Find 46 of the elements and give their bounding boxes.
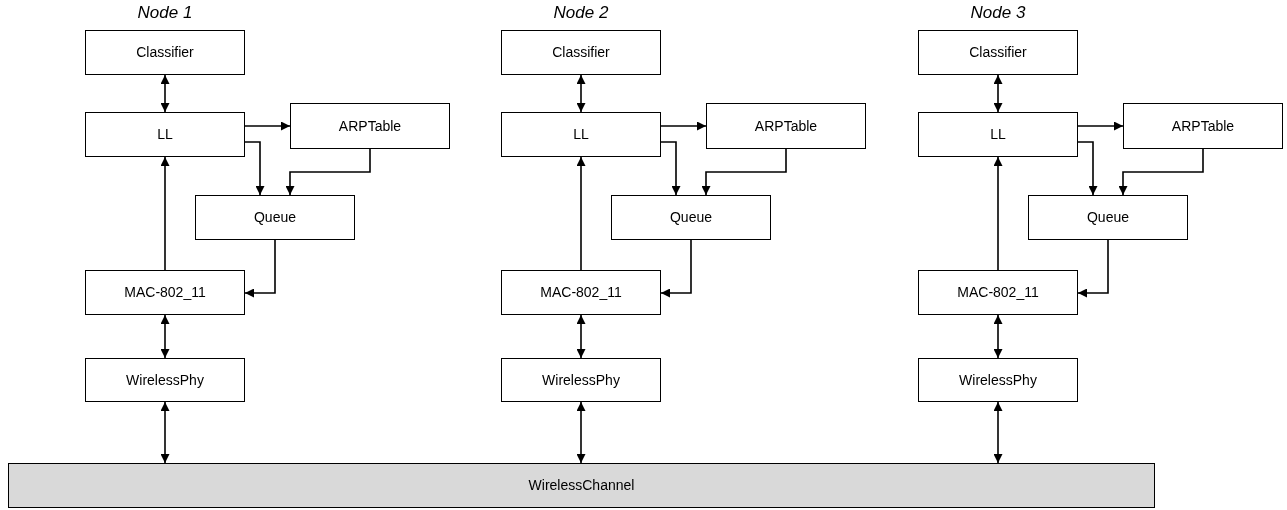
component-box: LL [85,112,245,157]
component-box: ARPTable [290,103,450,149]
arrow [993,314,1003,359]
arrow [1077,121,1124,131]
arrow [285,148,371,196]
node-heading: Node 1 [136,4,194,21]
component-box: MAC-802_11 [918,270,1078,315]
arrow [160,401,170,464]
arrow [576,156,586,271]
arrow [993,401,1003,464]
arrow [660,141,681,196]
arrow [993,156,1003,271]
arrow [244,141,265,196]
arrow [660,239,692,298]
component-box: WirelessPhy [918,358,1078,402]
arrow [660,121,707,131]
arrow [576,314,586,359]
component-box: ARPTable [1123,103,1283,149]
component-box: Queue [1028,195,1188,240]
arrow [576,74,586,113]
node-heading: Node 3 [969,4,1027,21]
arrow [1077,239,1109,298]
arrow [993,74,1003,113]
arrow [1077,141,1098,196]
component-box: WirelessPhy [85,358,245,402]
arrow [244,239,276,298]
component-box: Classifier [918,30,1078,75]
arrow [160,74,170,113]
component-box: ARPTable [706,103,866,149]
arrow [701,148,787,196]
arrow [1118,148,1204,196]
node-heading: Node 2 [552,4,610,21]
component-box: Queue [611,195,771,240]
component-box: Classifier [85,30,245,75]
component-box: Classifier [501,30,661,75]
channel-bar: WirelessChannel [8,463,1155,508]
arrow [160,156,170,271]
arrow [576,401,586,464]
component-box: LL [918,112,1078,157]
component-box: WirelessPhy [501,358,661,402]
component-box: Queue [195,195,355,240]
arrow [244,121,291,131]
component-box: MAC-802_11 [501,270,661,315]
component-box: LL [501,112,661,157]
component-box: MAC-802_11 [85,270,245,315]
arrow [160,314,170,359]
